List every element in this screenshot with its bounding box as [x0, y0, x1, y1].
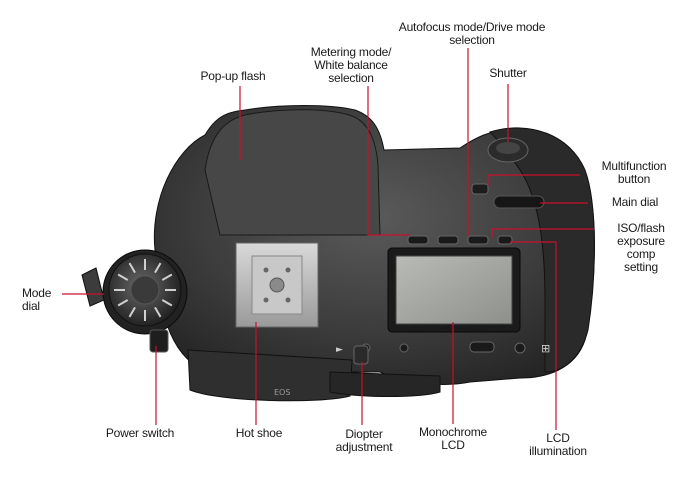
monochrome-lcd — [395, 255, 513, 325]
hot-shoe-pin — [263, 297, 269, 303]
label-iso-flash: ISO/flash exposure comp setting — [617, 221, 665, 274]
grid-icon: ⊞ — [541, 342, 550, 355]
label-power-switch: Power switch — [105, 426, 175, 440]
hot-shoe-contact — [269, 277, 285, 293]
label-mono-lcd: Monochrome LCD — [418, 425, 488, 452]
label-metering-wb: Metering mode/ White balance selection — [310, 45, 392, 85]
leader-iso — [491, 228, 594, 238]
rear-button[interactable] — [469, 341, 495, 353]
callout-lines — [62, 48, 594, 430]
right-grip — [489, 127, 595, 373]
power-switch[interactable] — [149, 329, 169, 353]
mode-dial-tick — [128, 306, 136, 318]
rear-button[interactable] — [514, 342, 526, 354]
lcd-illumination-button[interactable] — [497, 235, 513, 245]
label-popup-flash: Pop-up flash — [200, 69, 266, 83]
hot-shoe-pin — [285, 297, 291, 303]
label-hot-shoe: Hot shoe — [235, 426, 283, 440]
leader-lcd-illumination — [510, 241, 557, 430]
main-dial[interactable] — [493, 195, 545, 209]
hot-shoe-pin — [263, 267, 269, 273]
shutter-button-top — [496, 142, 520, 154]
mode-dial-tick — [161, 273, 173, 281]
top-buttons — [407, 235, 513, 245]
play-icon: ► — [336, 345, 343, 355]
strap-lug — [81, 267, 105, 307]
multifunction-button[interactable] — [471, 183, 489, 195]
label-multifunction: Multifunction button — [601, 159, 667, 186]
label-shutter: Shutter — [489, 66, 527, 80]
lens-mount-front — [187, 349, 353, 402]
mode-dial-center — [130, 275, 160, 305]
mode-dial-tick — [161, 299, 173, 307]
viewfinder-eyecup — [329, 371, 441, 397]
brand-label: EOS — [274, 388, 290, 397]
leader-metering — [367, 86, 410, 236]
mode-dial-tick — [154, 262, 162, 274]
iso-button[interactable] — [467, 235, 489, 245]
mode-dial-tick — [128, 262, 136, 274]
label-main-dial: Main dial — [611, 195, 659, 209]
label-lcd-illumination: LCD illumination — [529, 431, 587, 458]
mode-dial-tick — [154, 306, 162, 318]
hot-shoe-inner — [251, 255, 303, 315]
rear-button[interactable] — [399, 343, 409, 353]
af-drive-button[interactable] — [437, 235, 459, 245]
hot-shoe-pin — [285, 267, 291, 273]
flash-hump — [204, 109, 381, 236]
mode-dial-tick — [117, 273, 129, 281]
diopter-knob[interactable] — [353, 345, 369, 365]
label-mode-dial: Mode dial — [22, 286, 52, 313]
label-diopter: Diopter adjustment — [335, 427, 393, 454]
mode-dial-tick — [117, 299, 129, 307]
leader-multifunction — [487, 174, 580, 186]
metering-wb-button[interactable] — [407, 235, 429, 245]
mode-dial-ticks — [114, 259, 176, 321]
label-autofocus-drive: Autofocus mode/Drive mode selection — [398, 20, 546, 47]
